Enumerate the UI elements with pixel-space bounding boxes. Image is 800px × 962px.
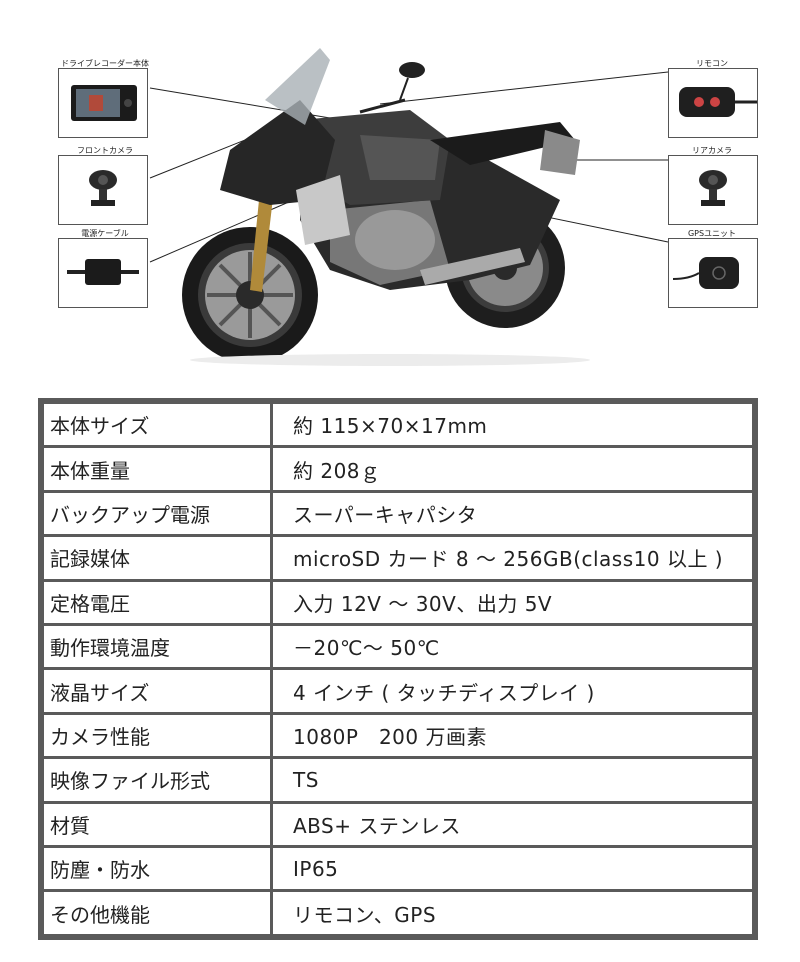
- spec-value: 4 インチ ( タッチディスプレイ ): [273, 670, 752, 712]
- spec-value: 約 115×70×17mm: [273, 404, 752, 446]
- spec-value: 入力 12V ～ 30V、出力 5V: [273, 581, 752, 624]
- rear-camera-image: [668, 155, 758, 225]
- gps-unit-label: GPSユニット: [687, 229, 737, 238]
- spec-label: 液晶サイズ: [44, 670, 270, 712]
- rear-camera-label: リアカメラ: [692, 146, 732, 155]
- spec-label: バックアップ電源: [44, 492, 270, 535]
- motorcycle-image: [149, 48, 669, 366]
- spec-value: 1080P 200 万画素: [273, 714, 752, 757]
- spec-row: バックアップ電源スーパーキャパシタ: [44, 492, 752, 535]
- product-illustration: ドライブレコーダー本体 フロントカメラ 電源ケーブル リモコン リアカメラ GP…: [0, 0, 800, 390]
- power-cable-image: [58, 238, 148, 308]
- spec-label: 記録媒体: [44, 537, 270, 579]
- gps-unit-image: [668, 238, 758, 308]
- spec-row: その他機能リモコン、GPS: [44, 892, 752, 934]
- spec-value: IP65: [273, 848, 752, 890]
- power-cable-label: 電源ケーブル: [81, 229, 129, 238]
- spec-value: リモコン、GPS: [273, 892, 752, 934]
- spec-value: 約 208ｇ: [273, 448, 752, 490]
- spec-label: 本体重量: [44, 448, 270, 490]
- remote-image: [668, 68, 758, 138]
- spec-value: TS: [273, 759, 752, 801]
- spec-label: 映像ファイル形式: [44, 759, 270, 801]
- spec-value: －20℃～ 50℃: [273, 626, 752, 668]
- spec-value: microSD カード 8 ～ 256GB(class10 以上 ): [273, 537, 752, 579]
- remote-label: リモコン: [696, 59, 728, 68]
- spec-label: カメラ性能: [44, 714, 270, 757]
- spec-value: ABS+ ステンレス: [273, 803, 752, 846]
- front-wheel: [182, 227, 318, 363]
- spec-label: 定格電圧: [44, 581, 270, 624]
- spec-label: その他機能: [44, 892, 270, 934]
- front-camera-label: フロントカメラ: [77, 146, 133, 155]
- spec-value: スーパーキャパシタ: [273, 492, 752, 535]
- recorder-body-label: ドライブレコーダー本体: [61, 59, 149, 68]
- spec-row: 動作環境温度－20℃～ 50℃: [44, 626, 752, 668]
- spec-label: 本体サイズ: [44, 404, 270, 446]
- spec-row: 定格電圧入力 12V ～ 30V、出力 5V: [44, 581, 752, 624]
- spec-label: 防塵・防水: [44, 848, 270, 890]
- spec-row: 本体サイズ約 115×70×17mm: [44, 404, 752, 446]
- recorder-body-image: [58, 68, 148, 138]
- spec-label: 材質: [44, 803, 270, 846]
- front-camera-image: [58, 155, 148, 225]
- spec-label: 動作環境温度: [44, 626, 270, 668]
- spec-row: 本体重量約 208ｇ: [44, 448, 752, 490]
